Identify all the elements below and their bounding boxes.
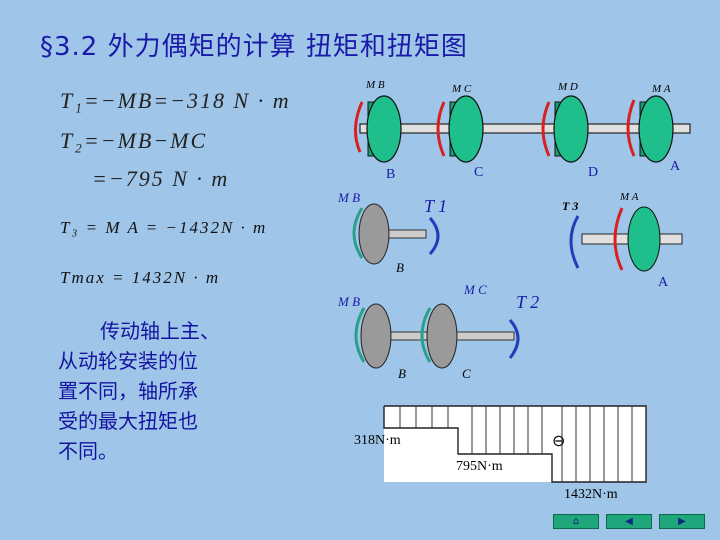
pulley-d	[553, 95, 589, 163]
moment-label-c: M C	[463, 282, 487, 297]
moment-arrow-a	[613, 207, 624, 271]
torque-label: T 3	[562, 199, 578, 213]
torque-label: T 1	[424, 196, 447, 216]
torque-arrow	[508, 319, 520, 359]
torque-arrow	[569, 215, 580, 269]
minus-sign-icon: ⊖	[552, 433, 565, 450]
note-line: 从动轮安装的位	[58, 349, 198, 373]
equation-t2: T₂=−MB−MC	[60, 128, 208, 153]
page-title: §3.2 外力偶矩的计算 扭矩和扭矩图	[40, 32, 468, 62]
pulley-c	[426, 303, 458, 369]
pulley-label-c: C	[474, 165, 483, 180]
section-bc-diagram: M B M C T 2 B C	[337, 282, 539, 381]
torque-label: T 2	[516, 292, 539, 312]
pulley-a	[638, 95, 674, 163]
moment-label-b: M B	[337, 294, 360, 309]
pulley-a	[627, 206, 661, 272]
moment-arrow-c	[420, 307, 432, 363]
note-line: 传动轴上主、	[100, 319, 220, 343]
prev-button[interactable]: ◀	[606, 514, 652, 529]
pulley-label-c: C	[462, 366, 471, 381]
note-text: 传动轴上主、 从动轮安装的位 置不同，轴所承 受的最大扭矩也 不同。	[58, 316, 268, 466]
next-button[interactable]: ▶	[659, 514, 705, 529]
diagram-background	[384, 406, 646, 482]
equation-tmax: Tmax = 1432N · m	[60, 268, 221, 287]
moment-arrow-c	[436, 101, 446, 157]
equation-t2-result: =−795 N · m	[92, 166, 230, 191]
pulley-label-d: D	[588, 165, 598, 180]
moment-label-d: M D	[557, 81, 578, 93]
label-318: 318N·m	[354, 433, 401, 448]
moment-label: M B	[337, 190, 360, 205]
pulley-label-b: B	[398, 366, 406, 381]
moment-label: M A	[619, 191, 639, 203]
pulley-b	[366, 95, 402, 163]
section-b-diagram: M B T 1 B	[337, 190, 447, 275]
moment-arrow-b	[354, 101, 364, 153]
section-a-diagram: T 3 M A A	[562, 191, 683, 290]
torque-arrow	[428, 217, 440, 255]
moment-arrow-d	[541, 101, 551, 157]
equation-t1: T₁=−MB=−318 N · m	[60, 88, 291, 113]
diagram-outline	[383, 405, 647, 483]
home-button[interactable]: ⌂	[553, 514, 599, 529]
moment-label-a: M A	[651, 83, 671, 95]
torque-diagram: 318N·m 795N·m 1432N·m ⊖	[354, 405, 647, 502]
moment-arrow-a	[626, 99, 636, 157]
moment-label-b: M B	[365, 79, 385, 91]
pulley-label-a: A	[670, 159, 681, 174]
pulley-b	[360, 303, 392, 369]
moment-arrow-b	[354, 307, 366, 363]
pulley-label: A	[658, 275, 669, 290]
pulley-c	[448, 95, 484, 163]
pulley-b	[358, 203, 390, 265]
hatch-lines	[399, 406, 633, 482]
note-line: 受的最大扭矩也	[58, 409, 198, 433]
note-line: 不同。	[58, 439, 118, 463]
note-line: 置不同，轴所承	[58, 379, 198, 403]
label-795: 795N·m	[456, 459, 503, 474]
moment-arrow-b	[352, 207, 364, 259]
shaft	[359, 123, 691, 134]
label-1432: 1432N·m	[564, 487, 618, 502]
pulley-label-b: B	[386, 167, 395, 182]
shaft-diagram: M B M C M D M A B C D A	[354, 79, 691, 182]
pulley-label: B	[396, 260, 404, 275]
moment-label-c: M C	[451, 83, 472, 95]
equation-t3: T₃ = M A = −1432N · m	[60, 218, 268, 237]
